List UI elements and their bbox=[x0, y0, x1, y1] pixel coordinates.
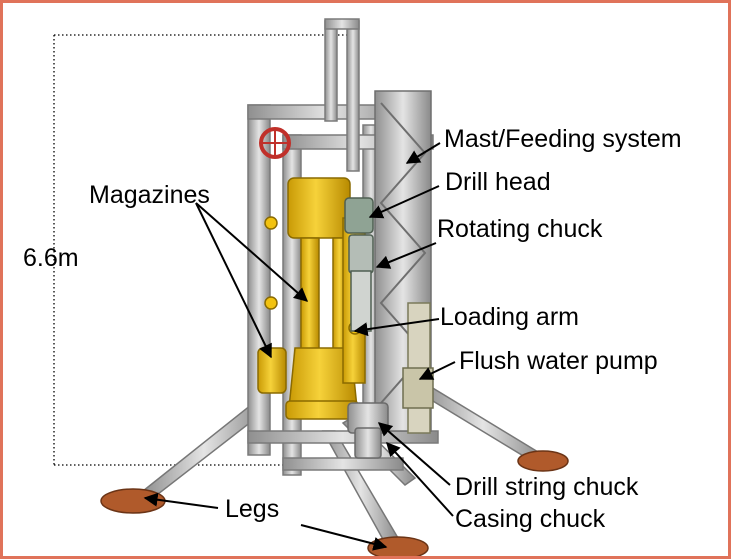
drill-rig-diagram bbox=[53, 18, 569, 556]
label-drill-string-chuck: Drill string chuck bbox=[455, 473, 639, 501]
mast bbox=[374, 90, 434, 434]
drill-head bbox=[344, 197, 374, 332]
label-mast-feeding-system: Mast/Feeding system bbox=[444, 125, 682, 153]
label-magazines: Magazines bbox=[89, 181, 210, 209]
label-rotating-chuck: Rotating chuck bbox=[437, 215, 603, 243]
magazines bbox=[257, 177, 366, 420]
handwheel bbox=[259, 127, 291, 159]
label-legs: Legs bbox=[225, 495, 280, 523]
label-flush-water-pump: Flush water pump bbox=[459, 347, 658, 375]
label-drill-head: Drill head bbox=[445, 168, 551, 196]
label-loading-arm: Loading arm bbox=[440, 303, 579, 331]
label-height: 6.6m bbox=[23, 244, 79, 272]
label-casing-chuck: Casing chuck bbox=[455, 505, 606, 533]
leader-arrows bbox=[143, 142, 456, 551]
